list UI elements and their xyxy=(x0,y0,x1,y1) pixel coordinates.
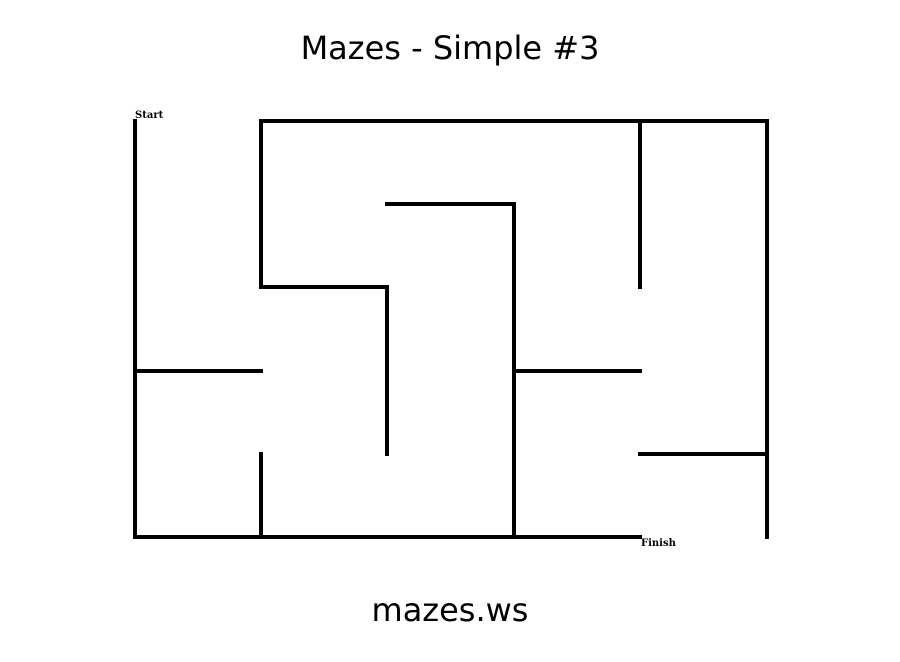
start-label: Start xyxy=(135,110,164,121)
finish-label: Finish xyxy=(641,538,677,549)
page-title: Mazes - Simple #3 xyxy=(300,29,600,67)
site-footer: mazes.ws xyxy=(371,591,529,629)
